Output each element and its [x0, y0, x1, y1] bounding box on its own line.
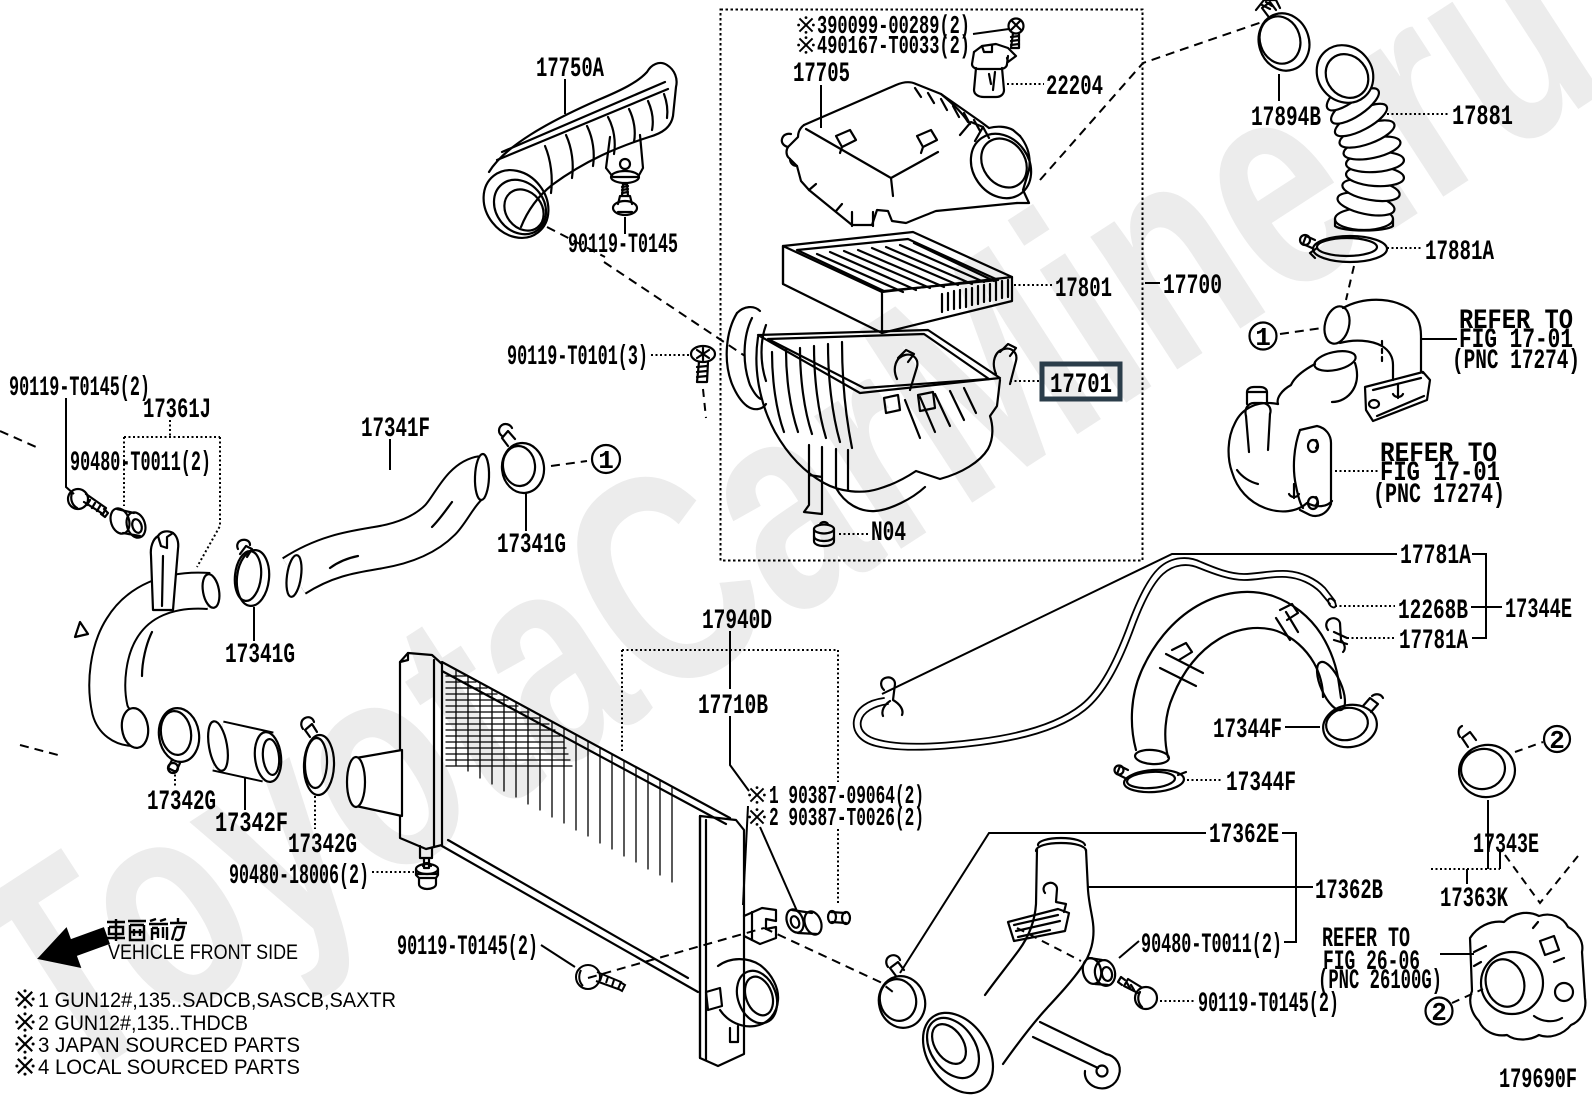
- svg-text:17341G: 17341G: [497, 530, 566, 561]
- svg-text:VEHICLE FRONT SIDE: VEHICLE FRONT SIDE: [108, 941, 298, 964]
- svg-text:12268B: 12268B: [1398, 596, 1468, 627]
- svg-text:90119-T0145(2): 90119-T0145(2): [1198, 989, 1339, 1020]
- svg-text:17341F: 17341F: [361, 414, 430, 445]
- svg-text:REFER TO: REFER TO: [1322, 924, 1410, 955]
- svg-text:4 LOCAL SOURCED PARTS: 4 LOCAL SOURCED PARTS: [38, 1056, 300, 1079]
- svg-text:17342F: 17342F: [215, 809, 288, 840]
- svg-text:17342G: 17342G: [147, 787, 216, 818]
- svg-text:90119-T0145: 90119-T0145: [568, 230, 678, 261]
- svg-text:90119-T0145(2): 90119-T0145(2): [397, 932, 538, 963]
- svg-text:REFER TO: REFER TO: [1380, 439, 1497, 470]
- svg-text:17701: 17701: [1050, 370, 1112, 401]
- svg-text:90480-18006(2): 90480-18006(2): [229, 861, 369, 892]
- svg-text:17362B: 17362B: [1315, 876, 1383, 907]
- svg-text:2: 2: [1549, 726, 1565, 756]
- svg-text:90480-T0011(2): 90480-T0011(2): [1141, 930, 1282, 961]
- svg-text:17781A: 17781A: [1399, 626, 1468, 657]
- svg-text:179690F: 179690F: [1499, 1065, 1577, 1096]
- svg-text:17341G: 17341G: [225, 640, 295, 671]
- svg-text:FIG 26-06: FIG 26-06: [1323, 947, 1420, 978]
- svg-text:1: 1: [1255, 323, 1271, 353]
- svg-text:17344E: 17344E: [1505, 595, 1572, 626]
- svg-text:90480-T0011(2): 90480-T0011(2): [70, 448, 211, 479]
- svg-text:FIG 17-01: FIG 17-01: [1380, 458, 1500, 489]
- svg-text:(PNC 17274): (PNC 17274): [1452, 346, 1580, 377]
- svg-text:17781A: 17781A: [1400, 541, 1471, 572]
- svg-text:FIG 17-01: FIG 17-01: [1459, 325, 1573, 356]
- svg-text:17363K: 17363K: [1440, 884, 1508, 915]
- svg-text:N04: N04: [871, 518, 906, 549]
- svg-text:17344F: 17344F: [1213, 715, 1282, 746]
- svg-text:2 GUN12#,135..THDCB: 2 GUN12#,135..THDCB: [38, 1012, 248, 1035]
- svg-text:17801: 17801: [1055, 274, 1112, 305]
- svg-text:17344F: 17344F: [1226, 768, 1296, 799]
- svg-text:17361J: 17361J: [143, 395, 211, 426]
- svg-text:17750A: 17750A: [536, 54, 604, 85]
- svg-text:490167-T0033(2): 490167-T0033(2): [817, 31, 970, 61]
- svg-text:17881: 17881: [1452, 102, 1513, 133]
- svg-text:90119-T0101(3): 90119-T0101(3): [507, 342, 648, 373]
- svg-text:390099-00289(2): 390099-00289(2): [817, 11, 970, 41]
- svg-text:17940D: 17940D: [702, 606, 772, 637]
- svg-text:1: 1: [598, 446, 614, 476]
- svg-text:17700: 17700: [1163, 271, 1222, 302]
- svg-text:90119-T0145(2): 90119-T0145(2): [9, 373, 150, 404]
- svg-text:17881A: 17881A: [1425, 237, 1494, 268]
- svg-text:1 GUN12#,135..SADCB,SASCB,SAXT: 1 GUN12#,135..SADCB,SASCB,SAXTR: [38, 989, 396, 1012]
- svg-text:(PNC 26100G): (PNC 26100G): [1318, 966, 1442, 997]
- svg-text:22204: 22204: [1046, 72, 1103, 103]
- svg-text:17705: 17705: [793, 59, 850, 90]
- svg-text:(PNC 17274): (PNC 17274): [1373, 480, 1505, 511]
- svg-text:2: 2: [1431, 998, 1447, 1028]
- svg-text:1 90387-09064(2): 1 90387-09064(2): [769, 781, 924, 811]
- svg-text:REFER TO: REFER TO: [1459, 306, 1573, 337]
- svg-text:17362E: 17362E: [1209, 820, 1279, 851]
- svg-text:17342G: 17342G: [288, 830, 357, 861]
- svg-text:3 JAPAN SOURCED PARTS: 3 JAPAN SOURCED PARTS: [38, 1034, 300, 1057]
- svg-text:17894B: 17894B: [1251, 103, 1321, 134]
- svg-text:2 90387-T0026(2): 2 90387-T0026(2): [769, 803, 924, 833]
- svg-text:17710B: 17710B: [698, 691, 768, 722]
- svg-text:17343E: 17343E: [1473, 830, 1539, 861]
